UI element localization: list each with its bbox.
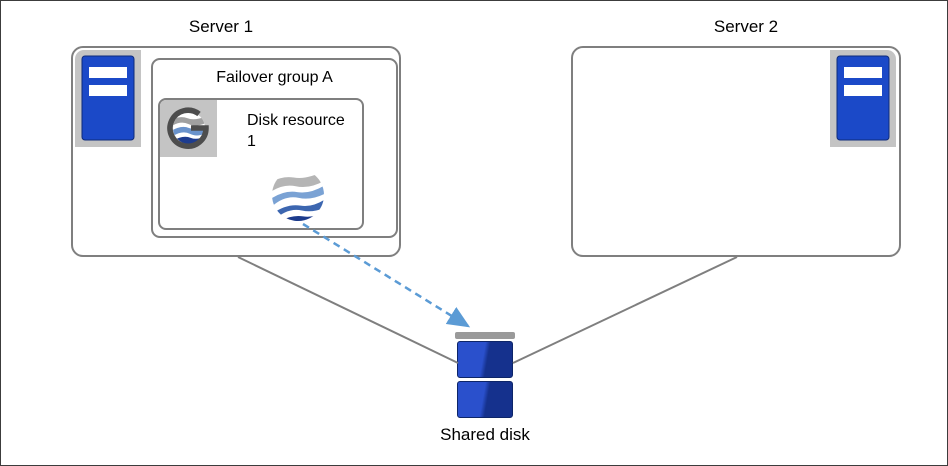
connector-line-server1 [237, 256, 459, 364]
shared-disk-cap [455, 332, 515, 339]
striped-sphere-icon [270, 169, 326, 223]
failover-group-label: Failover group A [216, 69, 333, 86]
disk-resource-label: Disk resource 1 [247, 112, 345, 150]
shared-disk-platter-bottom [457, 381, 513, 418]
server-tower-icon [836, 55, 890, 141]
shared-disk-platter-top [457, 341, 513, 378]
shared-disk-label: Shared disk [440, 425, 530, 444]
server2-label: Server 2 [713, 17, 779, 36]
cluster-g-logo-icon [167, 107, 209, 149]
server-tower-icon [81, 55, 135, 141]
server1-label: Server 1 [188, 17, 254, 36]
connector-line-server2 [512, 256, 738, 364]
